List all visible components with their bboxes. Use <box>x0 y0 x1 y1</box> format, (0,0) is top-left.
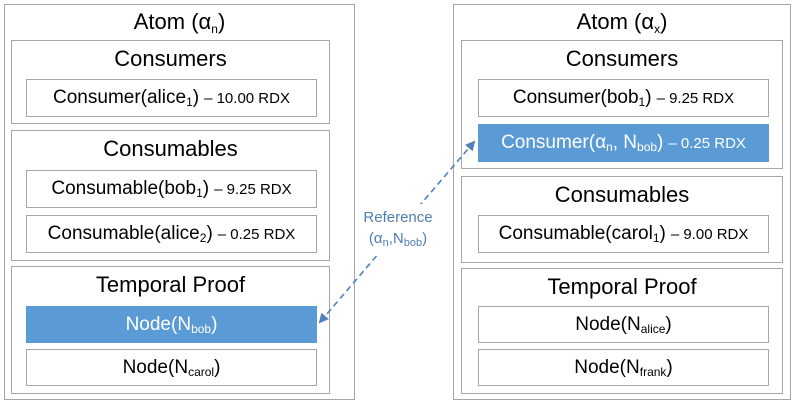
reference-label: Reference (αn,Nbob) <box>363 209 433 249</box>
atom-n-consumables-title: Consumables <box>103 136 238 161</box>
atom-x-temporal-proof-title: Temporal Proof <box>547 274 697 299</box>
atom-x-consumables-title: Consumables <box>554 182 690 207</box>
atom-n-consumers-title: Consumers <box>114 46 227 71</box>
atom-n-temporal-proof-title: Temporal Proof <box>95 272 246 297</box>
atom-x-title: Atom (αx) <box>576 9 668 36</box>
atom-x-consumers-title: Consumers <box>565 46 679 71</box>
atom-n-title: Atom (αn) <box>133 9 226 36</box>
